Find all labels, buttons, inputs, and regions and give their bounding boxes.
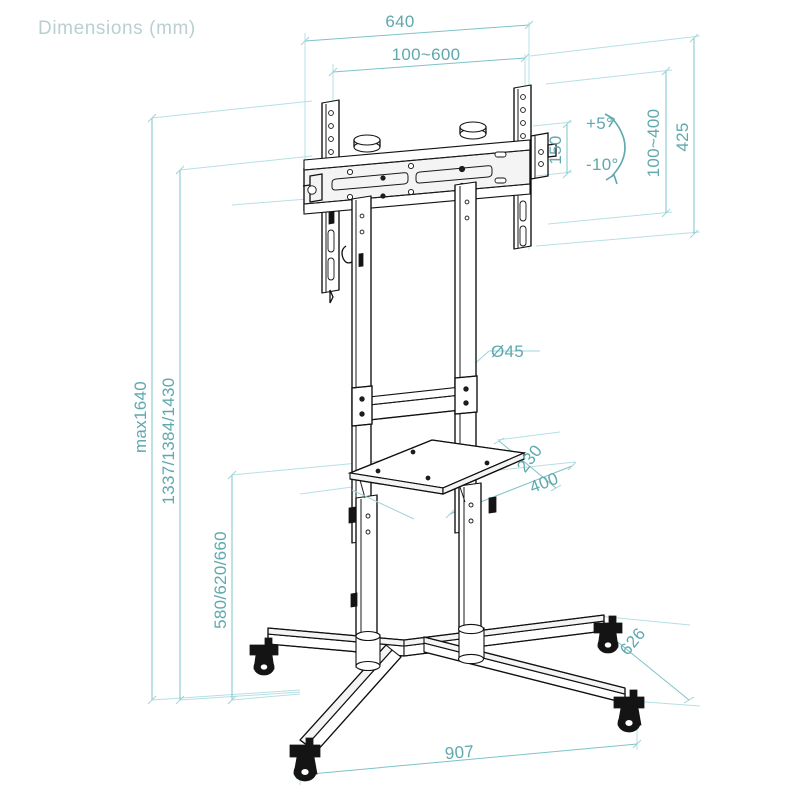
base-center-hub xyxy=(355,623,485,672)
upright-columns xyxy=(341,181,497,654)
dim-label-top-inner: 100~600 xyxy=(392,45,461,64)
bracket-tilt-knobs xyxy=(353,121,487,153)
dim-label-shelf-depth: 230 xyxy=(513,441,546,476)
dim-label-top-outer: 640 xyxy=(385,12,414,31)
base-leg-front-left xyxy=(299,644,402,753)
dim-label-tilt-down: -10° xyxy=(586,155,619,174)
brace-mount-plate-left xyxy=(351,385,373,427)
dim-label-bracket-overall-height: 425 xyxy=(673,122,692,151)
dim-label-shelf-width: 400 xyxy=(527,469,561,497)
page-title: Dimensions (mm) xyxy=(38,18,196,39)
caster-rear-right xyxy=(593,615,623,654)
upright-right-lower-sleeve xyxy=(458,482,497,649)
brace-mount-plate-right xyxy=(454,375,478,415)
dim-label-base-width: 907 xyxy=(444,742,475,763)
upright-left xyxy=(341,195,372,544)
mid-cross-brace xyxy=(359,385,471,422)
base-leg-front-right xyxy=(423,636,626,704)
dim-label-screen-center-heights: 1337/1384/1430 xyxy=(159,377,178,504)
dim-label-max-height: max1640 xyxy=(131,381,150,453)
caster-front-right xyxy=(613,689,645,733)
dim-label-tube-diameter: Ø45 xyxy=(491,342,524,361)
dim-label-bracket-height: 150 xyxy=(546,135,565,164)
dim-label-shelf-heights: 580/620/660 xyxy=(211,531,230,629)
bracket-left-clip xyxy=(302,173,323,203)
dim-label-tilt-up: +5° xyxy=(586,114,613,133)
caster-front-left xyxy=(289,737,321,782)
caster-base-assembly xyxy=(249,614,645,782)
mount-bracket-assembly xyxy=(302,84,557,304)
dim-label-vesa-vertical: 100~400 xyxy=(644,109,663,178)
equipment-shelf xyxy=(347,439,527,520)
upright-left-lower-sleeve xyxy=(348,494,378,654)
caster-rear-left xyxy=(249,637,279,676)
tilt-angle-arc xyxy=(604,113,626,185)
bracket-right-clip xyxy=(530,132,557,180)
